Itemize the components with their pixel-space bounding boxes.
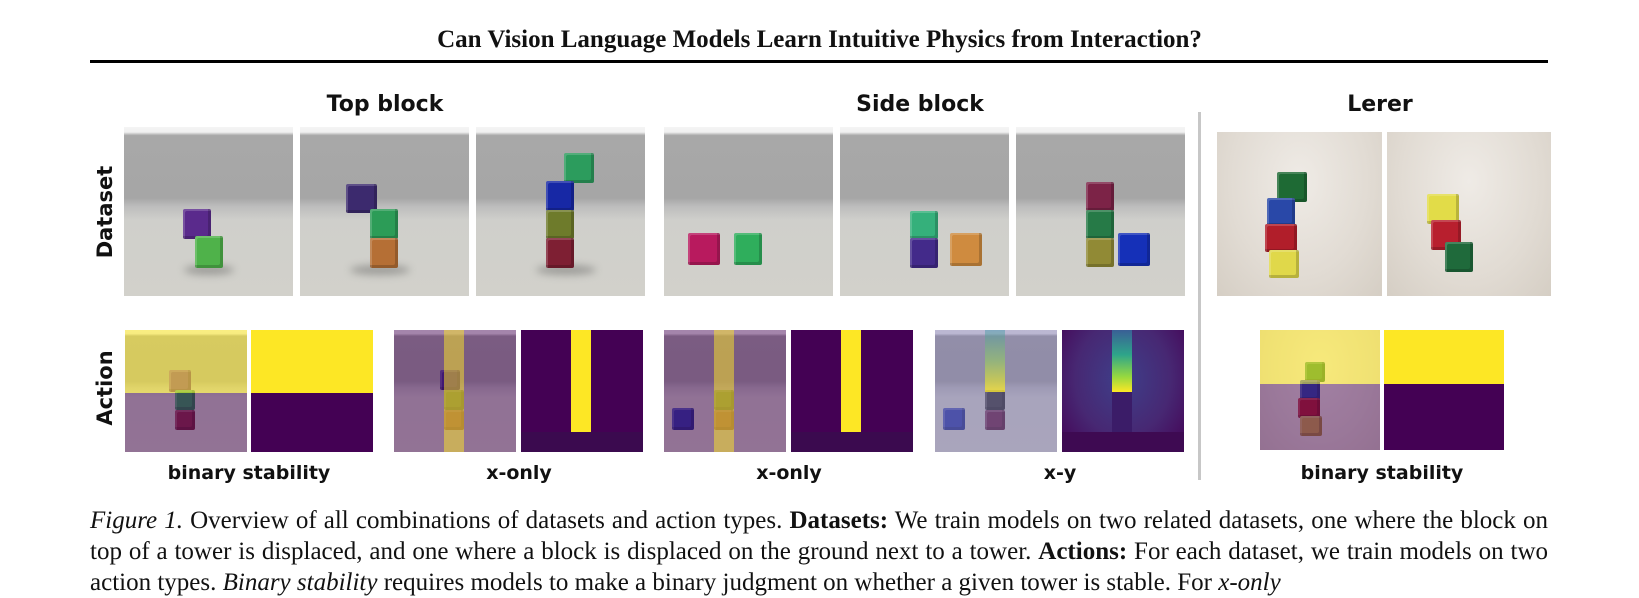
group-title-lerer: Lerer [1347, 92, 1413, 117]
row-label-action: Action [93, 350, 117, 426]
heatmap-top-binary [251, 330, 373, 452]
action-image-side-x-only [664, 330, 786, 452]
dataset-image-side-1 [664, 127, 833, 296]
action-image-top-binary [125, 330, 247, 452]
figure-caption: Figure 1. Overview of all combinations o… [90, 505, 1548, 598]
caption-datasets-text: We train models on two related datasets,… [90, 507, 1548, 565]
caption-binary-text: requires models to make a binary judgmen… [377, 569, 1219, 596]
action-label-top-binary: binary stability [167, 462, 331, 484]
action-label-side-x-y: x-y [1043, 462, 1077, 484]
caption-x-term: x-only [1218, 569, 1281, 596]
heatmap-lerer-binary [1384, 330, 1504, 450]
dataset-image-top-1 [124, 127, 293, 296]
heatmap-side-x-only [791, 330, 913, 452]
caption-actions-head: Actions: [1038, 538, 1128, 565]
row-label-dataset: Dataset [93, 165, 117, 259]
action-label-top-x-only: x-only [486, 462, 552, 484]
caption-intro: Overview of all combinations of datasets… [183, 507, 790, 534]
title-rule [90, 60, 1548, 63]
action-image-side-x-y [935, 330, 1057, 452]
dataset-photo-lerer-2 [1387, 132, 1551, 296]
caption-binary-term: Binary stability [222, 569, 378, 596]
group-title-side-block: Side block [856, 92, 984, 117]
dataset-image-top-2 [300, 127, 469, 296]
action-image-top-x-only [394, 330, 516, 452]
group-title-top-block: Top block [326, 92, 444, 117]
action-label-side-x-only: x-only [756, 462, 822, 484]
heatmap-top-x-only [521, 330, 643, 452]
caption-datasets-head: Datasets: [789, 507, 889, 534]
paper-title: Can Vision Language Models Learn Intuiti… [437, 26, 1202, 53]
dataset-image-side-2 [840, 127, 1009, 296]
figure-label: Figure 1. [90, 507, 183, 534]
action-label-lerer-binary: binary stability [1300, 462, 1464, 484]
group-separator [1198, 112, 1201, 480]
action-photo-lerer-binary [1260, 330, 1380, 450]
dataset-image-side-3 [1016, 127, 1185, 296]
dataset-image-top-3 [476, 127, 645, 296]
dataset-photo-lerer-1 [1217, 132, 1382, 296]
heatmap-side-x-y [1062, 330, 1184, 452]
